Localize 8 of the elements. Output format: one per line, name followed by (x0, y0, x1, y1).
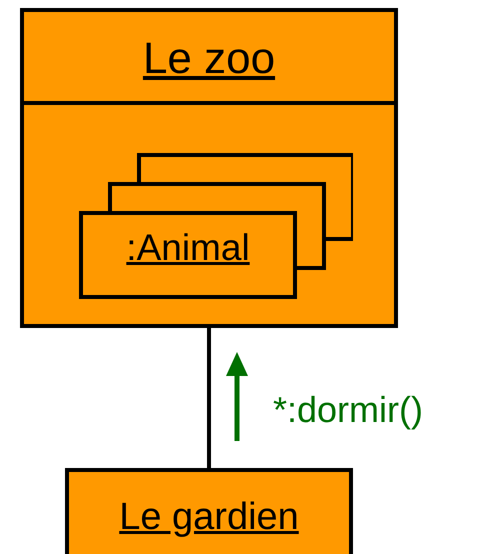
object-name: Le zoo (142, 34, 276, 84)
multi-object-stack (79, 153, 353, 299)
message-label: *:dormir() (273, 389, 423, 431)
object-box (65, 468, 353, 554)
object-name: :Animal (125, 227, 251, 269)
link-line (207, 328, 211, 468)
object-box (20, 8, 398, 328)
object-name: Le gardien (118, 496, 300, 539)
